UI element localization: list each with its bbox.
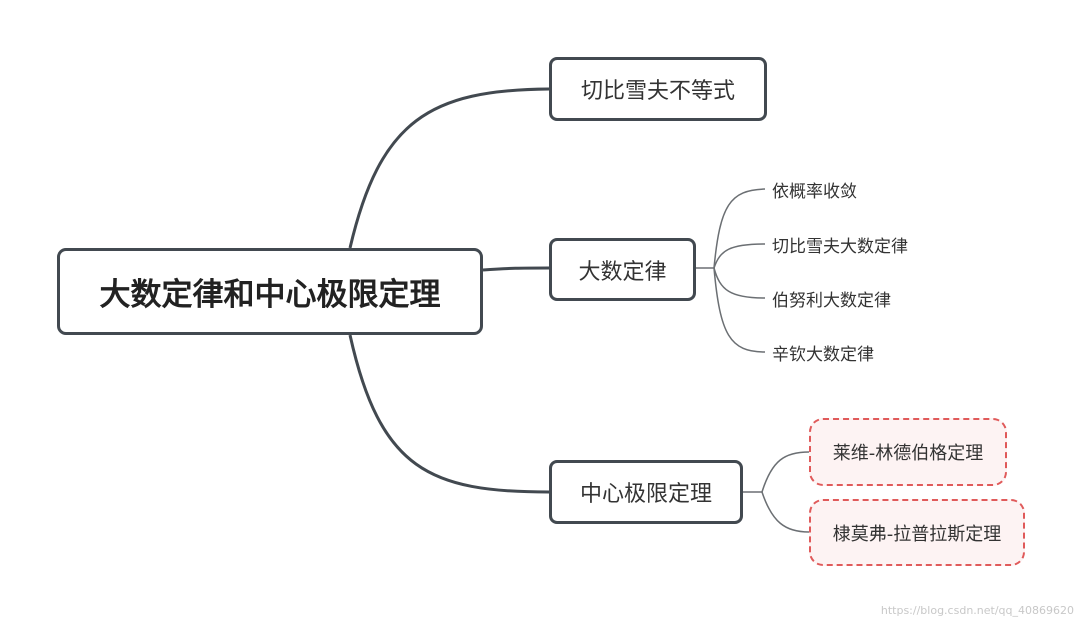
connector-clt-leaf-2 [761, 491, 810, 533]
branch-law-of-large-numbers: 大数定律 [549, 238, 696, 301]
connector-root-clt [348, 334, 550, 494]
connector-lln-leaf-3 [713, 267, 766, 299]
connector-lln-leaf-4 [713, 267, 766, 353]
root-node: 大数定律和中心极限定理 [57, 248, 483, 335]
leaf-chebyshev-lln: 切比雪夫大数定律 [772, 236, 908, 257]
watermark: https://blog.csdn.net/qq_40869620 [880, 604, 1074, 617]
branch-central-limit-theorem: 中心极限定理 [549, 460, 743, 524]
connector-lln-leaf-1 [713, 188, 766, 269]
leaf-de-moivre-laplace-theorem: 棣莫弗-拉普拉斯定理 [809, 499, 1025, 566]
branch-chebyshev-inequality: 切比雪夫不等式 [549, 57, 767, 121]
connector-root-cheb [348, 87, 550, 249]
connector-clt-leaf-1 [761, 451, 810, 493]
connector-root-lln [482, 266, 550, 272]
connector-lln-leaf-2 [713, 243, 766, 269]
leaf-convergence-in-probability: 依概率收敛 [772, 181, 857, 202]
leaf-levy-lindeberg-theorem: 莱维-林德伯格定理 [809, 418, 1007, 486]
leaf-bernoulli-lln: 伯努利大数定律 [772, 290, 891, 311]
leaf-khinchin-lln: 辛钦大数定律 [772, 344, 874, 365]
